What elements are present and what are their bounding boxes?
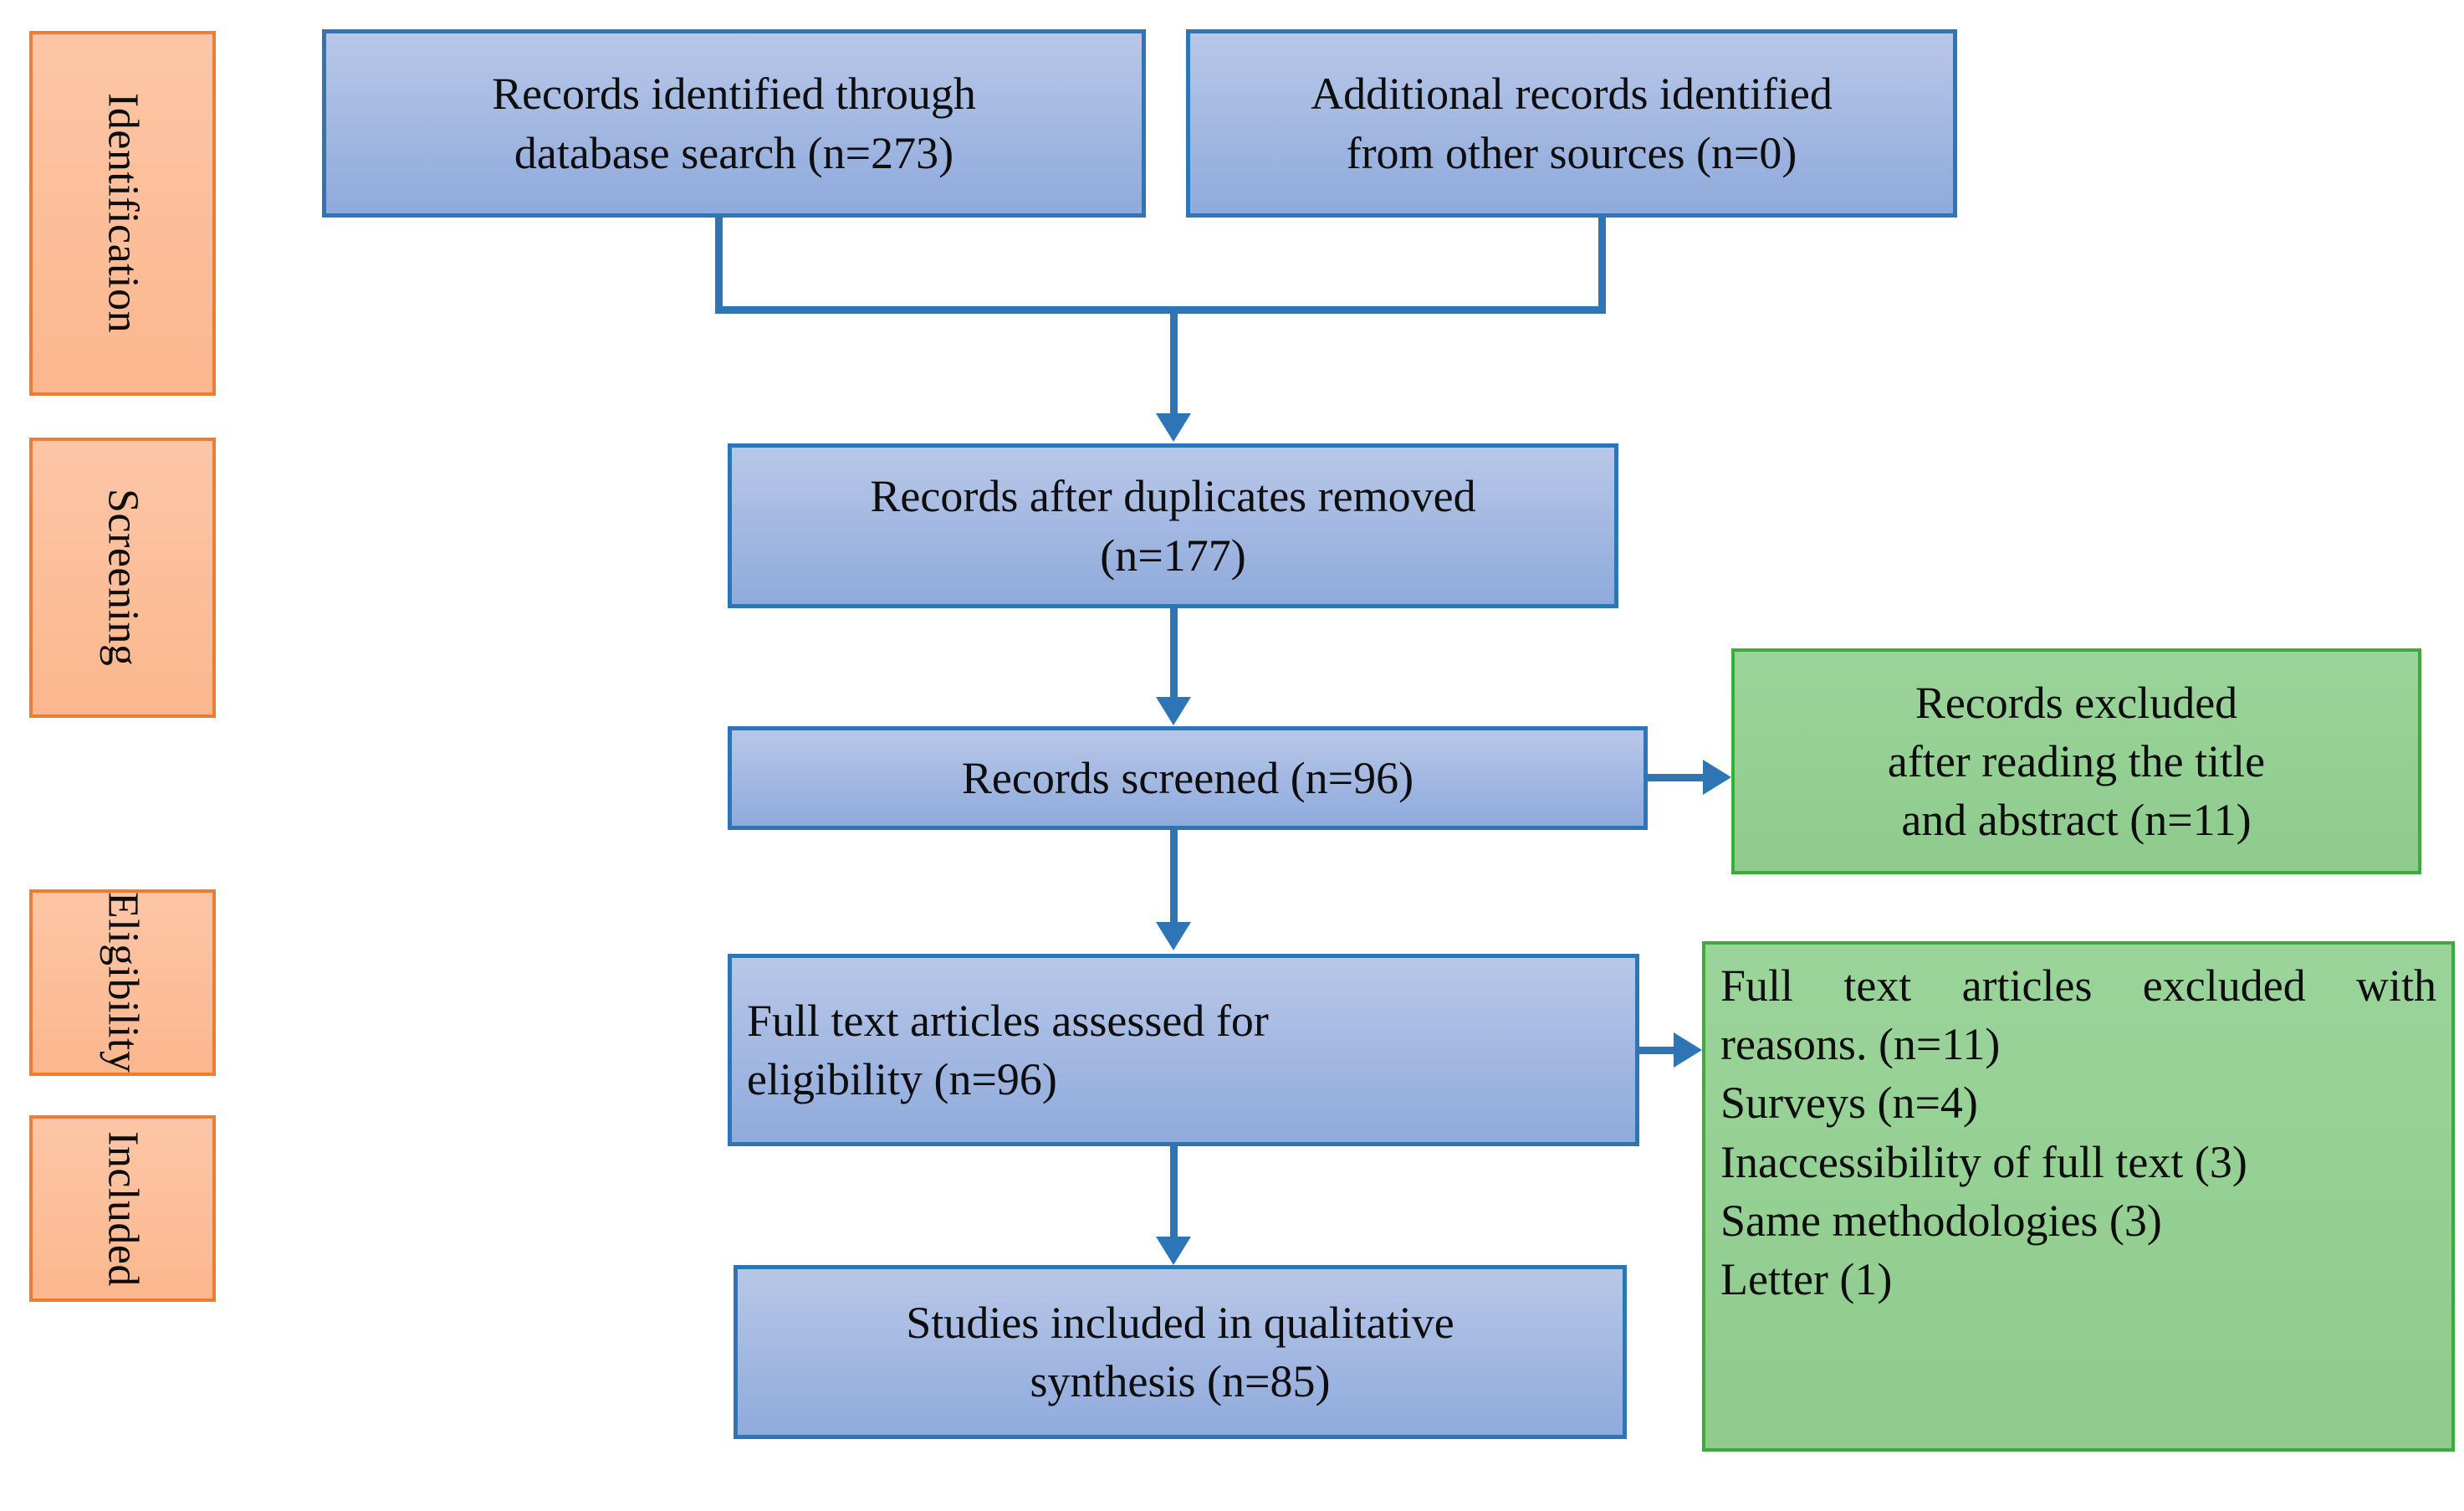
stage-box-eligibility: Eligibility <box>29 889 216 1076</box>
node-fulltext-assessed-eligibility: Full text articles assessed for eligibil… <box>728 954 1639 1146</box>
node-records-after-duplicates-removed: Records after duplicates removed (n=177) <box>728 443 1618 608</box>
node-records-identified-database: Records identified through database sear… <box>322 29 1146 218</box>
node-records-excluded-title-abstract: Records excluded after reading the title… <box>1731 648 2421 874</box>
node-fulltext-excluded-with-reasons-text: Full text articles excluded with reasons… <box>1720 960 2436 1304</box>
stage-label-included: Included <box>99 1130 147 1287</box>
arrow-fulltext-to-included <box>1156 1237 1191 1265</box>
stage-box-identification: Identification <box>29 31 216 396</box>
stage-box-screening: Screening <box>29 438 216 718</box>
arrow-merge-to-dedup <box>1156 413 1191 442</box>
node-records-after-duplicates-removed-text: Records after duplicates removed (n=177) <box>870 471 1476 581</box>
connector-fulltext-to-included-stem <box>1170 1146 1178 1238</box>
stage-label-identification: Identification <box>99 93 147 334</box>
stage-box-included: Included <box>29 1115 216 1302</box>
node-records-screened-text: Records screened (n=96) <box>961 752 1414 803</box>
connector-dedup-to-screened-stem <box>1170 608 1178 699</box>
connector-source-right-drop <box>1598 216 1606 313</box>
connector-fulltext-to-excluded-stem <box>1638 1047 1676 1054</box>
arrow-fulltext-to-excluded <box>1674 1032 1702 1068</box>
node-studies-included-qualitative-synthesis-text: Studies included in qualitative synthesi… <box>906 1297 1454 1406</box>
node-records-identified-database-text: Records identified through database sear… <box>492 69 976 178</box>
connector-source-left-drop <box>715 216 723 313</box>
node-additional-records-other-sources: Additional records identified from other… <box>1186 29 1957 218</box>
stage-label-eligibility: Eligibility <box>99 892 147 1073</box>
arrow-screened-to-excluded <box>1703 760 1731 795</box>
connector-screened-to-fulltext-stem <box>1170 830 1178 924</box>
connector-screened-to-excluded-stem <box>1646 774 1705 781</box>
node-records-excluded-title-abstract-text: Records excluded after reading the title… <box>1887 677 2266 846</box>
node-studies-included-qualitative-synthesis: Studies included in qualitative synthesi… <box>734 1265 1627 1439</box>
connector-source-merge-bar <box>715 306 1606 314</box>
connector-merge-to-dedup-stem <box>1170 306 1178 415</box>
node-records-screened: Records screened (n=96) <box>728 726 1648 830</box>
arrow-screened-to-fulltext <box>1156 922 1191 950</box>
node-fulltext-assessed-eligibility-text: Full text articles assessed for eligibil… <box>747 995 1269 1104</box>
arrow-dedup-to-screened <box>1156 697 1191 725</box>
node-fulltext-excluded-with-reasons: Full text articles excluded with reasons… <box>1702 941 2455 1452</box>
node-additional-records-other-sources-text: Additional records identified from other… <box>1311 69 1833 178</box>
stage-label-screening: Screening <box>99 489 147 667</box>
